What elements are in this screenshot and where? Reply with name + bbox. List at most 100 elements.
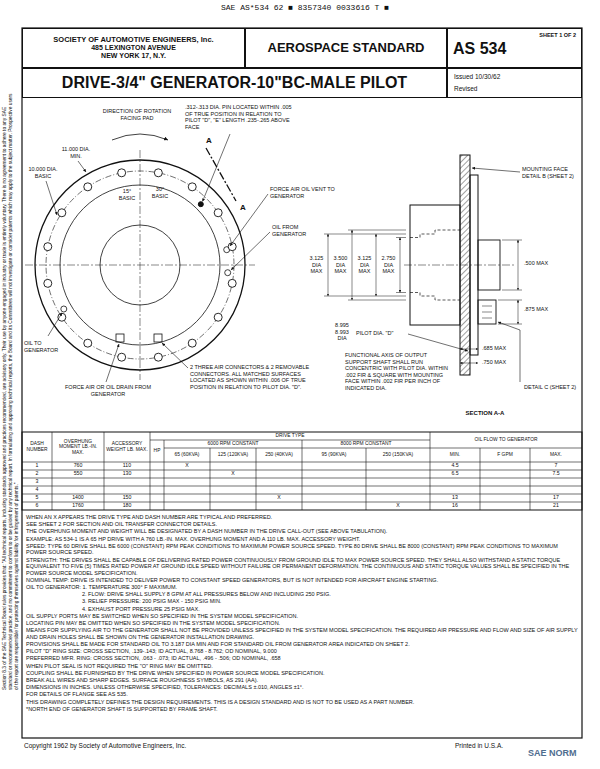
- drawing-note: DIMENSIONS IN INCHES. UNLESS OTHERWISE S…: [26, 684, 578, 691]
- angle-label: 15° BASIC: [115, 188, 139, 201]
- table-cell: 150: [104, 494, 150, 502]
- table-cell: X: [164, 462, 210, 470]
- dimension-line: [460, 349, 478, 350]
- section-view: [404, 155, 515, 375]
- bolt-hole: [84, 183, 92, 191]
- table-header: OIL FLOW TO GENERATOR: [430, 432, 582, 448]
- copyright-line: Copyright 1962 by Society of Automotive …: [24, 742, 284, 750]
- dimension-label: 11.000 DIA. MIN.: [56, 146, 96, 159]
- dimension-line: [352, 230, 353, 300]
- table-rule: [530, 448, 531, 510]
- table-header: 95 (90KVA): [302, 448, 366, 462]
- leader-line: [78, 161, 86, 172]
- section-view: [404, 265, 515, 266]
- flange-view: [154, 334, 162, 342]
- section-mark: A: [240, 203, 250, 213]
- dimension-line: [324, 230, 406, 300]
- box-heading: AEROSPACE STANDARD: [268, 41, 425, 56]
- bolt-hole: [44, 169, 236, 361]
- flange-view: [61, 306, 67, 312]
- bolt-hole: [58, 313, 66, 321]
- detail-callout: MOUNTING FACE DETAIL B (SHEET 2): [522, 166, 578, 179]
- leader-line: [106, 344, 119, 382]
- drawing-note: MEANS FOR SUPPLYING AIR TO THE GENERATOR…: [26, 627, 578, 640]
- bolt-hole: [228, 279, 236, 287]
- standard-type-box: AEROSPACE STANDARD: [245, 28, 447, 68]
- sheet-frame: [22, 28, 582, 738]
- table-header: 8000 RPM CONSTANT: [302, 440, 430, 448]
- drawing-note: BREAK ALL WIRES AND SHARP EDGES. SURFACE…: [26, 677, 578, 684]
- drawing-note: NOMINAL TEMP: DRIVE IS INTENDED TO DELIV…: [26, 577, 578, 584]
- leader-line: [231, 232, 270, 270]
- dimension-line: [328, 234, 329, 296]
- drawing-note: PROVISIONS SHALL BE MADE FOR STANDARD OI…: [26, 641, 578, 648]
- table-header: HP: [150, 440, 164, 462]
- drawing-note: LOCATING PIN MAY BE OMITTED WHEN SO SPEC…: [26, 620, 578, 627]
- table-rule: [302, 440, 303, 510]
- dimension-label: .875 MAX: [524, 306, 574, 313]
- leader-line: [46, 181, 57, 215]
- table-header: OVERHUNG MOMENT LB.-IN. MAX.: [52, 432, 104, 462]
- table-cell: 180: [104, 502, 150, 510]
- bolt-hole: [58, 209, 66, 217]
- table-cell: 1760: [52, 502, 104, 510]
- view-title: SECTION A-A: [455, 410, 515, 417]
- leader-line: [472, 168, 520, 172]
- table-rule: [22, 432, 582, 510]
- bolt-hole: [188, 183, 196, 191]
- drawing-note: WHEN AN X APPEARS THE DRIVE TYPE AND DAS…: [26, 514, 578, 521]
- drawing-note: OIL SUPPLY PORTS MAY BE SWITCHED WHEN SO…: [26, 613, 578, 620]
- drawing-note: THIS DRAWING COMPLETELY DEFINES THE DESI…: [26, 699, 578, 706]
- table-header: MAX.: [530, 448, 582, 462]
- dimension-line: [400, 238, 401, 293]
- dimension-label: .500 MAX: [524, 260, 574, 267]
- bolt-hole: [118, 353, 126, 361]
- port-label: OIL FROM GENERATOR: [272, 224, 320, 237]
- table-rule: [366, 448, 367, 510]
- title-box: DRIVE-3/4" GENERATOR-10"BC-MALE PILOT: [22, 68, 447, 98]
- print-note: Printed in U.S.A.: [455, 742, 520, 750]
- dimension-label: .750 MAX: [482, 359, 522, 366]
- leader-line: [203, 134, 231, 202]
- drawing-note: SPEED: TYPE 60 DRIVE SHALL BE 6000 (CONS…: [26, 543, 578, 556]
- drawing-note: *NORTH END OF GENERATOR SHAFT IS SUPPORT…: [26, 706, 578, 713]
- rotation-note: DIRECTION OF ROTATION FACING PAD: [92, 108, 182, 121]
- table-header: 6000 RPM CONSTANT: [164, 440, 302, 448]
- port-label: FORCE AIR OR OIL DRAIN FROM GENERATOR: [64, 384, 152, 397]
- drawing-note: EXAMPLE: AS 534-1 IS A 65 HP DRIVE WITH …: [26, 536, 578, 543]
- table-cell: 4: [22, 486, 52, 494]
- bolt-hole: [154, 353, 162, 361]
- table-cell: 21: [530, 502, 582, 510]
- table-cell: 17: [530, 494, 582, 502]
- port-label: OIL TO GENERATOR: [24, 340, 64, 353]
- leader-line: [48, 313, 62, 336]
- drawing-title: DRIVE-3/4" GENERATOR-10"BC-MALE PILOT: [62, 74, 407, 92]
- table-header: 250 (150KVA): [366, 448, 430, 462]
- table-cell: 1400: [52, 494, 104, 502]
- table-header: F GPM: [480, 448, 530, 462]
- bolt-hole: [188, 339, 196, 347]
- section-view: [478, 300, 496, 324]
- port-label: FORCE AIR OIL VENT TO GENERATOR: [270, 186, 342, 199]
- bolt-hole: [228, 243, 236, 251]
- table-cell: 2: [22, 470, 52, 478]
- flange-view: [112, 134, 168, 140]
- table-cell: 3: [22, 478, 52, 486]
- bolt-hole: [44, 243, 52, 251]
- bolt-hole: [118, 169, 126, 177]
- connector-note: 2 THREE AIR CONNECTORS & 2 REMOVABLE CON…: [190, 364, 315, 390]
- table-header: 250 (40KVA): [256, 448, 302, 462]
- table-cell: 550: [52, 470, 104, 478]
- bolt-hole: [214, 209, 222, 217]
- box-text: 485 LEXINGTON AVENUE: [91, 44, 176, 52]
- table-cell: 760: [52, 462, 104, 470]
- drawing-note: 3. RELIEF PRESSURE: 200 PSIG MAX - 150 P…: [26, 598, 578, 605]
- leader-line: [498, 322, 520, 382]
- table-cell: 16: [430, 502, 480, 510]
- standard-number-box: AS 534SHEET 1 OF 2: [447, 28, 582, 68]
- table-cell: X: [366, 502, 430, 510]
- leader-line: [408, 334, 468, 351]
- dimension-label: 8.995 8.993 DIA: [330, 322, 354, 342]
- table-rule: [150, 432, 151, 510]
